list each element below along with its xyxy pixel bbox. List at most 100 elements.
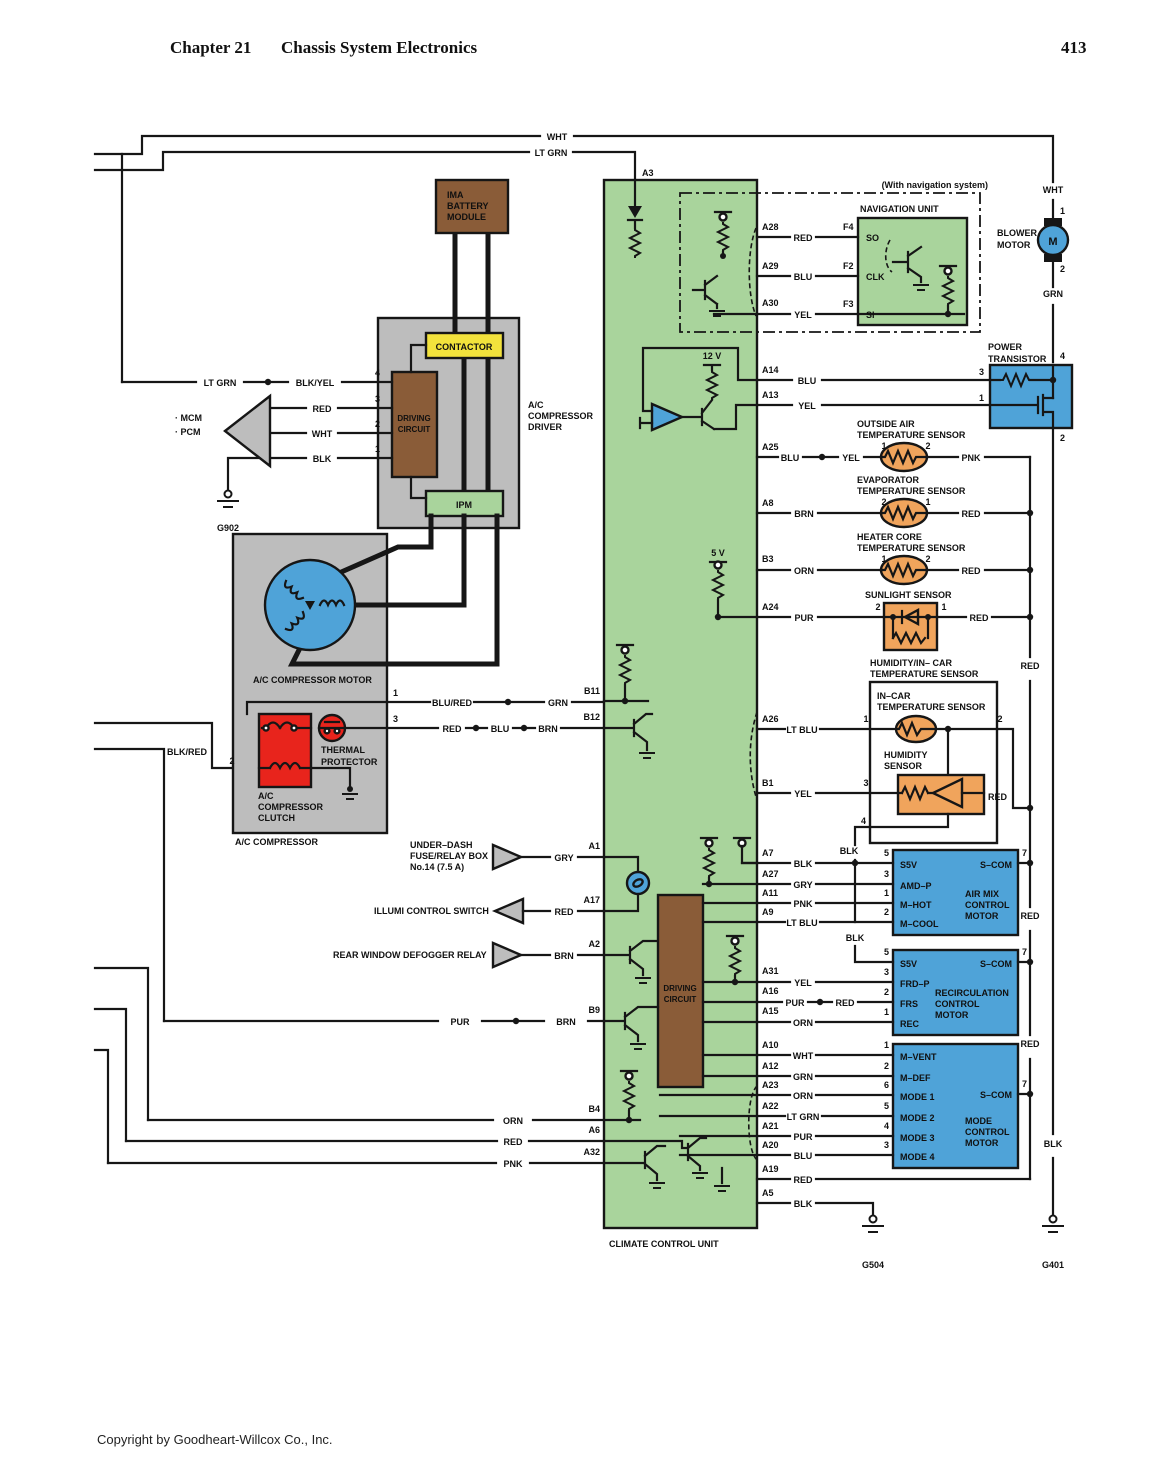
shape [472,724,480,732]
pin-a12: A12 [762,1061,779,1071]
humidity-incar-sensor-box [868,680,999,845]
illumi-label: ILLUMI CONTROL SWITCH [374,906,489,916]
climate-control-unit [602,178,759,1230]
wire-pur-a21: PUR [793,1132,813,1142]
blower-motor [1036,218,1070,364]
pin-a16: A16 [762,986,779,996]
shape [1026,958,1034,966]
incar-label-2: TEMPERATURE SENSOR [877,702,986,712]
sun-pin-2: 2 [875,602,880,612]
shape [264,378,272,386]
ground-g902: G902 [217,523,239,533]
wire-ltgrn-row4: LT GRN [204,378,237,388]
mcm-pcm-connector-arrow [223,393,272,469]
pin-a31: A31 [762,966,779,976]
md-mvent: M–VENT [900,1052,937,1062]
am-name-3: MOTOR [965,911,999,921]
wire-segment [283,579,305,600]
md-pin-5: 5 [884,1101,889,1111]
pin-f4: F4 [843,222,854,232]
wire-red-bus-3: RED [1020,1039,1040,1049]
ref-mcm: · MCM [175,413,202,423]
wire-segment [1016,861,1032,1096]
fusebox-label-3: No.14 (7.5 A) [410,862,464,872]
wire-blu-b12: BLU [491,724,510,734]
wire-red-a19: RED [793,1175,813,1185]
acd-label-2: COMPRESSOR [528,411,594,421]
wire-grn-blower: GRN [1043,289,1063,299]
shape [305,601,315,610]
pin-a28: A28 [762,222,779,232]
rc-name-3: MOTOR [935,1010,969,1020]
md-name-3: MOTOR [965,1138,999,1148]
wire-segment [691,274,719,310]
am-name-1: AIR MIX [965,889,999,899]
drv2-label-1: DRIVING [663,984,696,993]
pin-a27: A27 [762,869,779,879]
humidity-sensor [896,773,986,816]
wire-segment [93,966,150,1122]
hum-pin-3: 3 [863,778,868,788]
wire-orn-b3: ORN [794,566,814,576]
wire-blk-g401: BLK [1044,1139,1063,1149]
wire-gry-a27: GRY [793,880,812,890]
thermal-label-1: THERMAL [321,745,365,755]
evap-pin-1: 1 [925,497,930,507]
defogger-connector-arrow [491,941,525,969]
pin-a7: A7 [762,848,774,858]
junction-dots [264,378,528,732]
blower-label-1: BLOWER [997,228,1037,238]
wire-segment [626,218,644,230]
evap-label-2: TEMPERATURE SENSOR [857,486,966,496]
outside-air-temp-sensor [879,441,929,473]
pin-a6: A6 [588,1125,600,1135]
wire-segment [602,1144,667,1182]
wire-segment [995,727,1032,810]
oat-label-1: OUTSIDE AIR [857,419,915,429]
wire-blured-b11: BLU/RED [432,698,472,708]
wire-segment [93,1048,110,1165]
md-pin-3: 3 [884,1140,889,1150]
wire-pnk-a32: PNK [503,1159,523,1169]
shape [1026,1090,1034,1098]
wire-brn-a8: BRN [794,509,814,519]
wire-pur-b9: PUR [450,1017,470,1027]
shape [704,838,714,848]
wire-segment [309,766,352,791]
header-page-number: 413 [1061,38,1087,57]
clutch-label-3: CLUTCH [258,813,295,823]
fusebox-label-2: FUSE/RELAY BOX [410,851,488,861]
wire-blk-hum: BLK [840,846,859,856]
wire-segment [853,944,895,964]
wire-segment [93,747,166,1023]
rc-frs: FRS [900,999,918,1009]
shape [621,697,629,705]
wire-pur-a16: PUR [785,998,805,1008]
sun-label: SUNLIGHT SENSOR [865,590,952,600]
wire-blk-a5: BLK [794,1199,813,1209]
shape [1026,804,1034,812]
ima-label-3: MODULE [447,212,486,222]
nav-si: SI [866,310,875,320]
wire-wht-blower: WHT [1043,185,1064,195]
oat-label-2: TEMPERATURE SENSOR [857,430,966,440]
heater-core-temp-sensor [879,554,929,586]
md-pin-2: 2 [884,1061,889,1071]
wire-segment [602,1005,660,1043]
pt-label-2: TRANSISTOR [988,354,1047,364]
wire-orn-a15: ORN [793,1018,813,1028]
wire-blu-a29: BLU [794,272,813,282]
shape [347,786,353,792]
hum-box-label-1: HUMIDITY/IN– CAR [870,658,953,668]
shape [944,310,952,318]
shape [632,878,644,888]
g504-ground-icon [861,1214,885,1233]
defog-label: REAR WINDOW DEFOGGER RELAY [333,950,487,960]
wire-yel-a25: YEL [842,453,860,463]
wire-segment [755,393,1055,430]
pin-a10: A10 [762,1040,779,1050]
wire-yel-a13: YEL [798,401,816,411]
pt-pin-3: 3 [979,367,984,377]
wire-blk-rc: BLK [846,933,865,943]
incar-pin-1: 1 [863,714,868,724]
